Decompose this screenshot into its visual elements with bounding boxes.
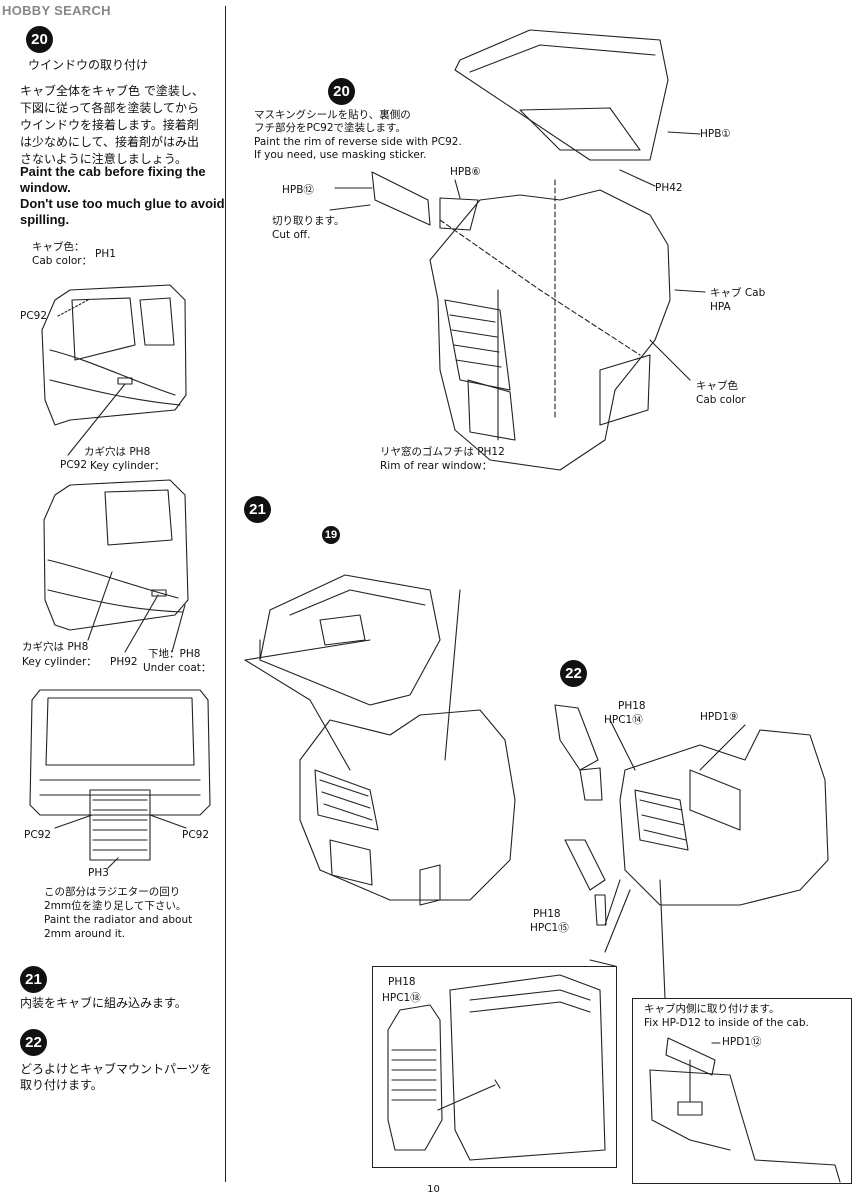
cab-color-en-right: Cab color (696, 394, 746, 406)
inside-note-jp: キャブ内側に取り付けます。 (644, 1003, 780, 1015)
cutoff-jp: 切り取ります。 (272, 215, 345, 227)
part-label-hpc1-15: HPC1⑮ (530, 922, 569, 934)
mudguard-assembly (554, 704, 829, 999)
step-20-jp-2: 下図に従って各部を塗装してから (20, 101, 200, 115)
paint-callout-ph3: PH3 (88, 867, 109, 879)
cab-front-view (29, 689, 211, 869)
detail-hpd1-12-art (649, 1037, 841, 1183)
paint-callout-ph42: PH42 (655, 182, 683, 194)
part-label-hpd1-12: HPD1⑫ (722, 1036, 762, 1048)
paint-callout-ph18-b: PH18 (533, 908, 561, 920)
step-20-badge: 20 (26, 26, 53, 53)
detail-box-hpd1-12 (632, 998, 852, 1184)
part-label-hpb1: HPB① (700, 128, 731, 140)
step-21-text: 内装をキャブに組み込みます。 (20, 996, 187, 1010)
key-cylinder-2-en: Key cylinder： (22, 656, 97, 668)
paint-callout-pc92-a: PC92 (20, 310, 48, 322)
cab-color-label-en: Cab color： (32, 255, 93, 267)
part-label-hpc1-18: HPC1⑱ (382, 992, 421, 1004)
paint-callout-pc92-c: PC92 (24, 829, 52, 841)
cab-label-jp: キャブ Cab (710, 287, 766, 299)
radiator-note-jp-2: 2mm位を塗り足して下さい。 (44, 900, 187, 912)
step-21-badge: 21 (20, 966, 47, 993)
cab-color-label-jp: キャブ色： (32, 241, 85, 253)
step-22-text-1: どろよけとキャブマウントパーツを (20, 1062, 212, 1076)
key-cylinder-1-jp: カギ穴は PH8 (84, 446, 151, 458)
step-20-en-1: Paint the cab before fixing the (20, 164, 206, 179)
step-22-text-2: 取り付けます。 (20, 1078, 103, 1092)
detail-box-hpc1-18 (372, 966, 617, 1168)
paint-callout-ph18-a: PH18 (618, 700, 646, 712)
part-19-badge: 19 (322, 526, 340, 544)
masking-note-jp-1: マスキングシールを貼り、裏側の (254, 109, 411, 121)
cab-window-assembly (329, 29, 706, 471)
column-divider (225, 6, 226, 1182)
under-coat-jp: 下地：PH8 (148, 648, 201, 660)
part-label-hpd1-9: HPD1⑨ (700, 711, 739, 723)
paint-callout-ph18-c: PH18 (388, 976, 416, 988)
paint-callout-pc92-b: PC92 (60, 459, 88, 471)
step-20-badge-right: 20 (328, 78, 355, 105)
cutoff-en: Cut off. (272, 229, 311, 241)
key-cylinder-1-en: Key cylinder： (90, 460, 165, 472)
cab-label-code: HPA (710, 301, 731, 313)
step-20-jp-3: ウインドウを接着します。接着剤 (20, 118, 199, 132)
step-21-badge-right: 21 (244, 496, 271, 523)
cab-side-view-1 (41, 284, 187, 456)
under-coat-en: Under coat： (143, 662, 212, 674)
step-20-en-2: window. (20, 180, 71, 195)
cab-color-code: PH1 (95, 248, 116, 260)
part-label-hpb12: HPB⑫ (282, 184, 314, 196)
masking-note-en-1: Paint the rim of reverse side with PC92. (254, 136, 462, 148)
key-cylinder-2-jp: カギ穴は PH8 (22, 641, 89, 653)
part-label-hpc1-14: HPC1⑭ (604, 714, 643, 726)
step-20-jp-4: は少なめにして、接着剤がはみ出 (20, 135, 200, 149)
radiator-note-en-2: 2mm around it. (44, 928, 126, 940)
detail-hpc1-18-art (387, 974, 606, 1161)
step-20-jp-1: キャブ全体をキャブ色 で塗装し、 (20, 84, 204, 98)
hobby-search-logo: HOBBY SEARCH (2, 3, 111, 18)
interior-assembly (244, 574, 516, 906)
rear-window-en: Rim of rear window： (380, 460, 493, 472)
cab-color-jp-right: キャブ色 (696, 380, 738, 392)
masking-note-en-2: If you need, use masking sticker. (254, 149, 427, 161)
inside-note-en: Fix HP-D12 to inside of the cab. (644, 1017, 809, 1029)
radiator-note-jp-1: この部分はラジエターの回り (44, 886, 181, 898)
paint-callout-ph92: PH92 (110, 656, 138, 668)
paint-callout-pc92-d: PC92 (182, 829, 210, 841)
cab-side-view-2 (43, 479, 189, 653)
step-20-title: ウインドウの取り付け (28, 58, 149, 72)
radiator-note-en-1: Paint the radiator and about (44, 914, 193, 926)
step-22-badge: 22 (20, 1029, 47, 1056)
rear-window-jp: リヤ窓のゴムフチは PH12 (380, 446, 505, 458)
step-22-badge-right: 22 (560, 660, 587, 687)
masking-note-jp-2: フチ部分をPC92で塗装します。 (254, 122, 406, 134)
step-20-jp-5: さないように注意しましょう。 (20, 152, 188, 166)
step-20-en-3: Don't use too much glue to avoid (20, 196, 225, 211)
page-number: 10 (427, 1184, 440, 1195)
step-20-en-4: spilling. (20, 212, 70, 227)
part-label-hpb6: HPB⑥ (450, 166, 481, 178)
